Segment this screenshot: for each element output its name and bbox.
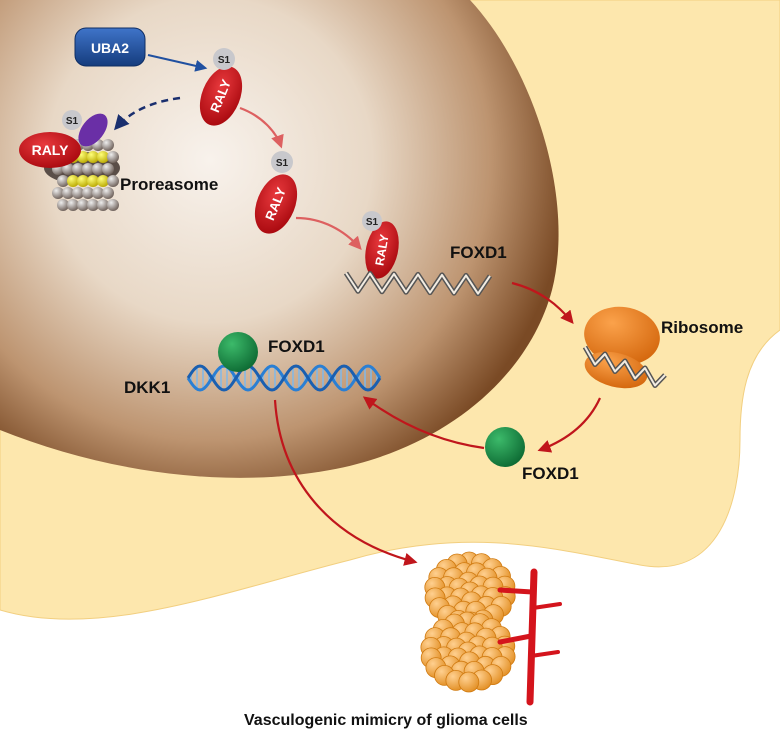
foxd1-nucleus-label: FOXD1 <box>268 337 325 356</box>
proteasome-subunit <box>92 187 104 199</box>
sumo-raly-complex-2 <box>254 151 298 234</box>
proteasome-subunit <box>77 199 89 211</box>
proteasome-subunit <box>72 163 84 175</box>
proteasome-subunit <box>107 175 119 187</box>
s1-label-proteasome: S1 <box>66 116 79 127</box>
proteasome-subunit <box>77 175 89 187</box>
arrow-mrna-to-ribosome <box>511 281 574 325</box>
proteasome-subunit <box>102 139 114 151</box>
foxd1-protein-cytoplasm <box>485 427 525 467</box>
dna-strand-2 <box>186 364 382 392</box>
proteasome-subunit <box>82 163 94 175</box>
proteasome-subunit <box>52 187 64 199</box>
proteasome-subunit <box>97 151 109 163</box>
proteasome-subunit <box>97 199 109 211</box>
arrow-dna-to-vm <box>273 399 418 566</box>
uba2-label: UBA2 <box>91 40 129 56</box>
nucleus <box>0 0 559 478</box>
arrow-raly-to-proteasome <box>114 96 181 131</box>
foxd1-cytoplasm-label: FOXD1 <box>522 464 579 483</box>
glioma-cell-cluster-bottom <box>420 611 516 693</box>
mrna-highlight <box>345 272 491 295</box>
s1-label-1: S1 <box>218 55 231 66</box>
proteasome-subunit <box>87 199 99 211</box>
s1-label-3: S1 <box>366 217 379 228</box>
proteasome-subunit <box>107 199 119 211</box>
arrow-uba2-to-raly <box>147 54 208 72</box>
dkk1-label: DKK1 <box>124 378 171 397</box>
proteasome-subunit <box>67 175 79 187</box>
proteasome-label: Proreasome <box>120 175 219 194</box>
mrna-highlight <box>584 346 666 387</box>
arrow-ribosome-to-foxd1 <box>537 397 602 453</box>
proteasome-subunit <box>87 175 99 187</box>
proteasome-subunit <box>57 175 69 187</box>
s1-label-2: S1 <box>276 158 289 169</box>
ribosome <box>582 306 667 389</box>
proteasome-subunit <box>97 175 109 187</box>
proteasome-subunit <box>57 199 69 211</box>
proteasome-subunit <box>102 187 114 199</box>
sumo-raly-complex-1 <box>199 48 243 126</box>
proteasome-subunit <box>107 151 119 163</box>
raly-label-proteasome: RALY <box>32 142 69 158</box>
figure-caption: Vasculogenic mimicry of glioma cells <box>244 712 528 729</box>
foxd1-mrna <box>343 270 493 297</box>
proteasome-subunit <box>92 163 104 175</box>
proteasome <box>19 110 120 211</box>
proteasome-subunit <box>72 187 84 199</box>
uba2-protein <box>74 27 146 67</box>
foxd1-mrna-label: FOXD1 <box>450 243 507 262</box>
proteasome-subunit <box>62 187 74 199</box>
sumo-raly-complex-3 <box>362 211 399 279</box>
proteasome-subunit <box>87 151 99 163</box>
arrow-foxd1-to-nucleus <box>362 396 485 450</box>
proteasome-subunit <box>102 163 114 175</box>
proteasome-subunit <box>62 163 74 175</box>
arrow-raly-step-1 <box>239 106 284 149</box>
ribosome-label: Ribosome <box>661 318 744 337</box>
proteasome-subunit <box>82 187 94 199</box>
dkk1-dna-helix <box>186 364 382 392</box>
proteasome-subunit <box>67 199 79 211</box>
glioma-cell <box>458 671 480 693</box>
blood-vessel <box>497 568 562 706</box>
foxd1-protein-nucleus <box>218 332 258 372</box>
arrow-raly-step-2 <box>295 216 362 250</box>
raly-label-3: RALY <box>372 233 391 267</box>
